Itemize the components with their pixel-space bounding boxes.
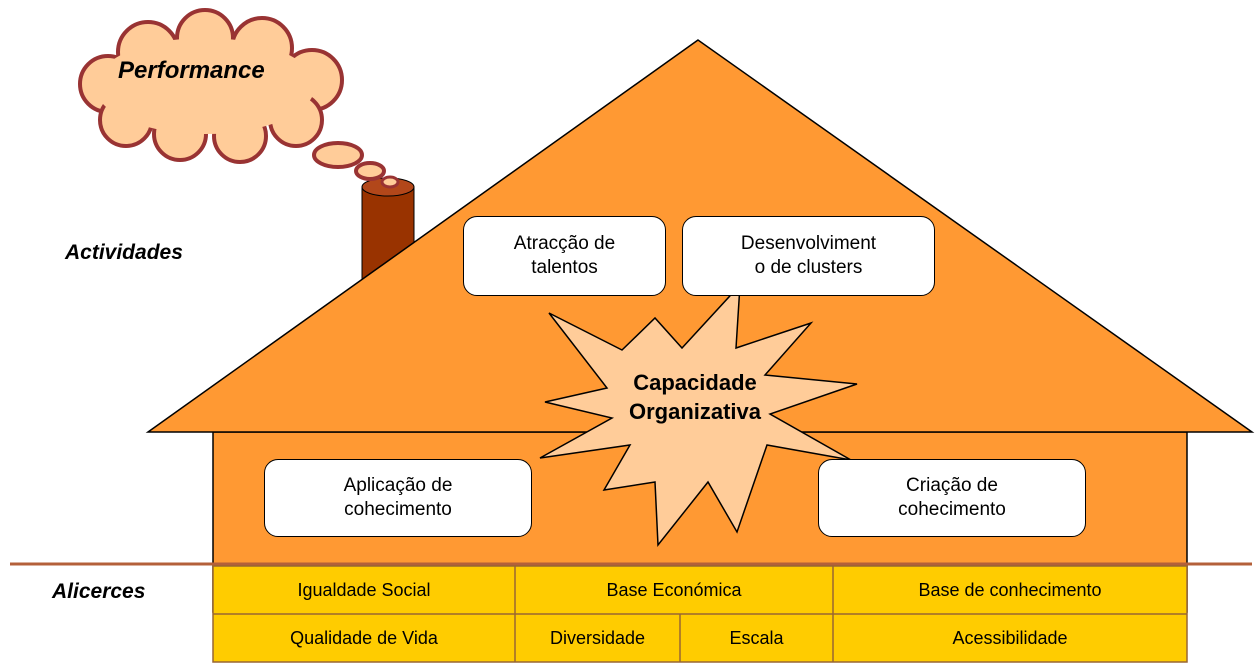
- talent-attraction-text: Atracção de talentos: [513, 233, 616, 278]
- knowledge-creation-text: Criação de cohecimento: [898, 475, 1006, 520]
- foundation-quality-of-life: Qualidade de Vida: [290, 627, 438, 648]
- cluster-development-box: Desenvolviment o de clusters: [682, 216, 935, 296]
- knowledge-creation-box: Criação de cohecimento: [818, 459, 1086, 537]
- organizational-capacity-label: Capacidade Organizativa: [628, 370, 762, 424]
- talent-attraction-box: Atracção de talentos: [463, 216, 666, 296]
- foundations-label: Alicerces: [52, 580, 146, 603]
- performance-label: Performance: [118, 57, 265, 84]
- foundation-knowledge-base: Base de conhecimento: [918, 579, 1102, 600]
- foundation-scale: Escala: [729, 627, 784, 648]
- cluster-development-text: Desenvolviment o de clusters: [740, 233, 877, 278]
- knowledge-application-text: Aplicação de cohecimento: [343, 475, 453, 520]
- activities-label: Actividades: [65, 241, 183, 264]
- foundation-accessibility: Acessibilidade: [952, 627, 1068, 648]
- foundation-table: [212, 565, 1188, 663]
- thought-bubbles: [312, 141, 400, 189]
- foundation-social-equality: Igualdade Social: [297, 579, 431, 600]
- knowledge-application-box: Aplicação de cohecimento: [264, 459, 532, 537]
- foundation-diversity: Diversidade: [549, 627, 646, 648]
- foundation-economic-base: Base Económica: [606, 579, 742, 600]
- organizational-capacity-star: [539, 282, 858, 548]
